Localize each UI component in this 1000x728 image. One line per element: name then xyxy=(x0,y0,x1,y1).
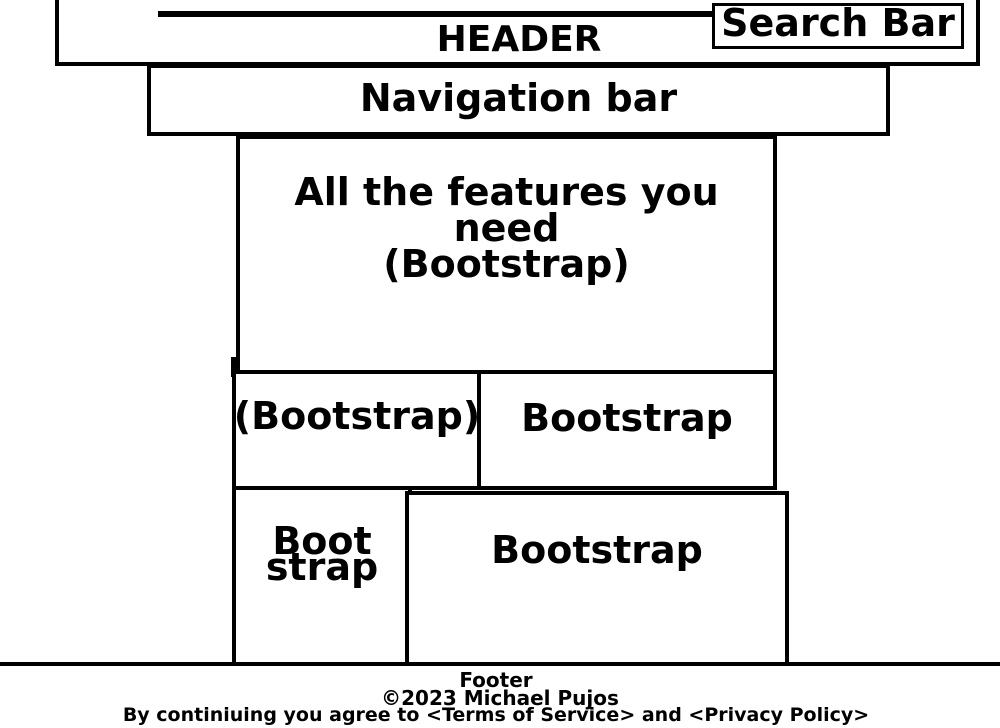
hero-label-line-3: (Bootstrap) xyxy=(383,242,630,286)
header-rule xyxy=(158,11,774,17)
card-c-label-line-1: Boot xyxy=(272,519,372,563)
card-b-box xyxy=(477,370,777,490)
footer-copyright: ©2023 Michael Pujos xyxy=(381,686,619,710)
header-title: HEADER xyxy=(436,19,602,60)
search-bar-box[interactable] xyxy=(712,3,964,49)
footer-title: Footer xyxy=(459,668,533,692)
card-b-label: Bootstrap xyxy=(521,396,733,440)
card-d-label: Bootstrap xyxy=(491,528,703,572)
navigation-bar-label: Navigation bar xyxy=(359,76,678,120)
card-c-label: Boot strap xyxy=(232,519,412,589)
hero-label-line-1: All the features you xyxy=(294,170,719,214)
card-a-label: (Bootstrap) xyxy=(233,394,481,438)
footer-terms: By continiuing you agree to <Terms of Se… xyxy=(122,704,870,726)
left-edge-mark xyxy=(231,357,236,377)
footer-rule xyxy=(0,662,1000,666)
search-bar-label: Search Bar xyxy=(721,1,955,45)
hero-label-line-2: need xyxy=(453,206,560,250)
card-c-label-line-2: strap xyxy=(265,545,379,589)
hero-label: All the features you need (Bootstrap) xyxy=(236,170,777,286)
navigation-bar-box[interactable] xyxy=(147,64,890,136)
card-c-box xyxy=(232,486,412,666)
hero-section-box xyxy=(236,135,777,375)
card-d-box xyxy=(405,491,789,666)
